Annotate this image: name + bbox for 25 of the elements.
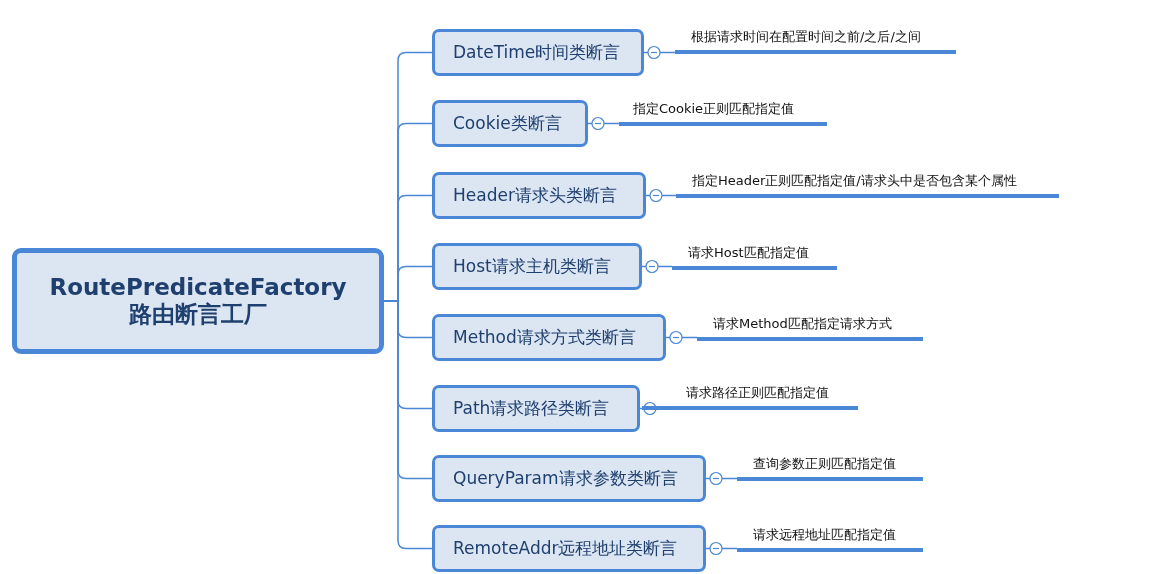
- underlined-note: 请求路径正则匹配指定值: [642, 381, 858, 410]
- topic-box: Host请求主机类断言: [432, 243, 642, 290]
- connector-line: [641, 259, 673, 274]
- connector-line: [705, 541, 738, 556]
- topic-box: Path请求路径类断言: [432, 385, 640, 432]
- topic-box: RemoteAddr远程地址类断言: [432, 525, 706, 572]
- underlined-note: 请求远程地址匹配指定值: [737, 523, 923, 552]
- topic-box: Header请求头类断言: [432, 172, 646, 219]
- underlined-note: 请求Host匹配指定值: [672, 241, 837, 270]
- connector-line: [643, 45, 676, 60]
- root-topic-box: RoutePredicateFactory 路由断言工厂: [12, 248, 384, 354]
- topic-box: Method请求方式类断言: [432, 314, 666, 361]
- connector-line: [705, 471, 738, 486]
- connector-line: [665, 330, 698, 345]
- underlined-note: 查询参数正则匹配指定值: [737, 452, 923, 481]
- connector-line: [645, 188, 677, 203]
- connector-line: [587, 116, 620, 131]
- topic-box: Cookie类断言: [432, 100, 588, 147]
- topic-box: QueryParam请求参数类断言: [432, 455, 706, 502]
- underlined-note: 根据请求时间在配置时间之前/之后/之间: [675, 25, 956, 54]
- underlined-note: 请求Method匹配指定请求方式: [697, 312, 923, 341]
- connector-line: [383, 300, 433, 550]
- topic-box: DateTime时间类断言: [432, 29, 644, 76]
- underlined-note: 指定Header正则匹配指定值/请求头中是否包含某个属性: [676, 169, 1059, 198]
- underlined-note: 指定Cookie正则匹配指定值: [619, 97, 827, 126]
